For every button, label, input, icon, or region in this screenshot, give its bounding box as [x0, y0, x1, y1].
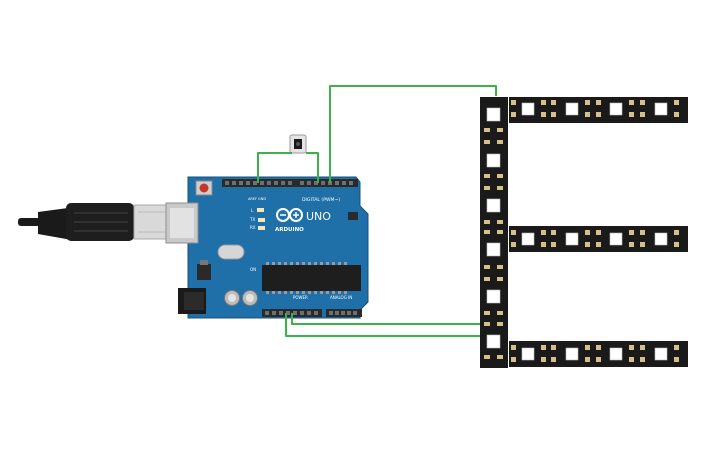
- aref-label: AREF: [248, 197, 257, 201]
- atmega-chip: [262, 265, 361, 291]
- led-cell: [565, 232, 579, 246]
- led-rx: [258, 226, 265, 230]
- led-cell: [486, 242, 501, 257]
- led-cell: [654, 102, 668, 116]
- led-cell: [654, 232, 668, 246]
- led-cell: [609, 232, 623, 246]
- led-tx: [258, 218, 265, 222]
- wires: [257, 85, 497, 337]
- led-strip-bottom[interactable]: [509, 341, 688, 367]
- led-strip-vertical[interactable]: [480, 97, 508, 368]
- wire-5v[interactable]: [291, 313, 484, 325]
- usb-connector-metal: [133, 204, 171, 240]
- cable-strain-relief: [38, 208, 72, 240]
- led-cell: [609, 102, 623, 116]
- led-strip-middle[interactable]: [509, 226, 688, 252]
- led-rx-label: RX: [250, 225, 256, 230]
- led-cell: [609, 347, 623, 361]
- led-cell: [521, 347, 535, 361]
- wire-data[interactable]: [329, 85, 497, 183]
- led-cell: [486, 153, 501, 168]
- led-tx-label: TX: [249, 217, 255, 222]
- led-cell: [565, 102, 579, 116]
- brand-label: ARDUINO: [275, 227, 304, 233]
- led-l-label: L: [251, 208, 254, 213]
- digital-header-label: DIGITAL (PWM~): [302, 197, 340, 203]
- cable-cord: [18, 218, 40, 226]
- wire-gnd[interactable]: [285, 313, 484, 337]
- wire-button-pin[interactable]: [306, 152, 319, 183]
- led-strip-top[interactable]: [509, 97, 688, 123]
- led-cell: [654, 347, 668, 361]
- usb-cable[interactable]: [18, 203, 171, 241]
- reset-button-cap: [199, 183, 209, 193]
- gnd-label: GND: [258, 197, 266, 201]
- led-cell: [486, 198, 501, 213]
- led-cell: [486, 334, 501, 349]
- led-cell: [521, 102, 535, 116]
- led-cell: [565, 347, 579, 361]
- led-cell: [486, 289, 501, 304]
- voltage-regulator: [197, 264, 211, 280]
- led-l: [257, 208, 264, 212]
- led-cell: [486, 107, 501, 122]
- wire-button-gnd[interactable]: [257, 152, 292, 183]
- crystal: [217, 244, 245, 260]
- arduino-logo: ARDUINO UNO: [275, 208, 331, 233]
- led-cell: [521, 232, 535, 246]
- arduino-uno-board[interactable]: AREF GND DIGITAL (PWM~) L TX RX ARDUINO …: [165, 176, 369, 319]
- power-header-label: POWER: [293, 295, 308, 300]
- analog-header-label: ANALOG IN: [330, 295, 352, 300]
- pushbutton[interactable]: [289, 134, 307, 154]
- on-label: ON: [250, 267, 256, 272]
- model-label: UNO: [306, 210, 331, 223]
